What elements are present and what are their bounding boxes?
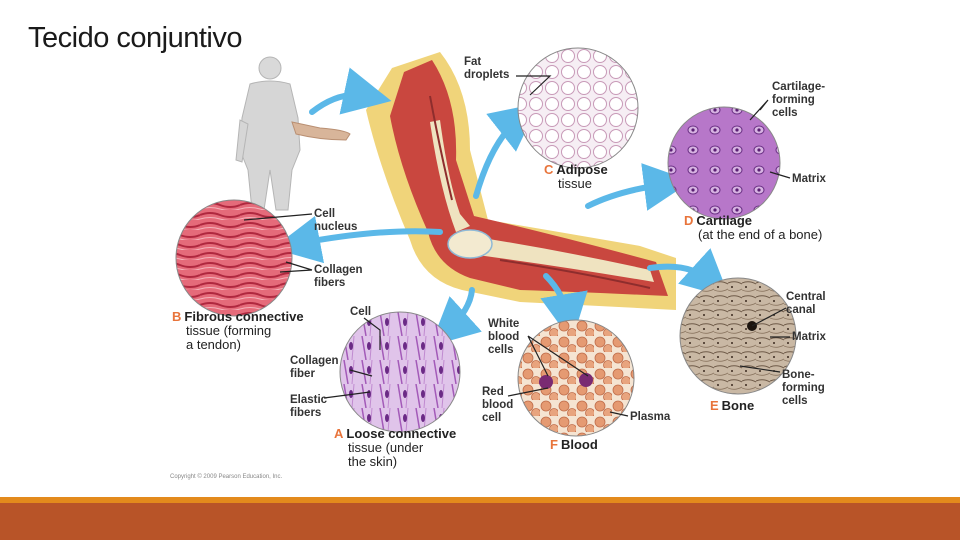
- label-cell-nucleus: Cell nucleus: [314, 208, 358, 233]
- caption-sub: (at the end of a bone): [698, 227, 823, 242]
- label-matrix-cartilage: Matrix: [792, 173, 826, 185]
- caption-letter: D: [684, 213, 694, 228]
- label-matrix-bone: Matrix: [792, 331, 826, 343]
- arrow-figure-to-arm: [309, 67, 392, 115]
- label-elastic-fibers: Elastic fibers: [290, 394, 328, 419]
- caption-name: Blood: [560, 437, 598, 452]
- label-collagen-fiber: Collagen fiber: [290, 355, 339, 380]
- caption-sub-2: a tendon): [186, 337, 241, 352]
- label-fat-droplets: Fat droplets: [464, 56, 510, 81]
- caption-sub-1: tissue (forming: [186, 323, 272, 338]
- human-figure: [235, 56, 351, 211]
- blood-micrograph: [517, 319, 635, 437]
- arrow-to-loose: [430, 287, 482, 347]
- caption-letter: B: [172, 309, 182, 324]
- cartilage-micrograph: [667, 106, 781, 220]
- label-white-blood-cells: White blood cells: [488, 318, 520, 356]
- caption-letter: F: [550, 437, 558, 452]
- label-cartilage-forming-cells: Cartilage- forming cells: [772, 81, 826, 119]
- arrow-to-cartilage: [585, 163, 692, 211]
- arrow-to-bone: [647, 248, 730, 299]
- caption-letter: A: [334, 426, 344, 441]
- white-blood-cell-1: [539, 375, 553, 389]
- caption-sub: tissue: [558, 176, 592, 191]
- arrow-to-blood: [540, 273, 588, 342]
- leader-lines: [243, 75, 791, 417]
- white-blood-cell-2: [579, 373, 593, 387]
- caption-name: Adipose: [556, 162, 608, 177]
- caption-sub-2: the skin): [348, 454, 398, 469]
- footer-bar: [0, 503, 960, 540]
- label-cell: Cell: [350, 306, 372, 318]
- bone-micrograph: [679, 277, 797, 395]
- label-red-blood-cell: Red blood cell: [482, 386, 514, 424]
- caption-letter: E: [710, 398, 719, 413]
- caption-name: Loose connective: [346, 426, 457, 441]
- label-central-canal: Central canal: [786, 291, 826, 316]
- caption-name: Fibrous connective: [184, 309, 304, 324]
- loose-connective-micrograph: [339, 311, 461, 433]
- pointer-arrows: [272, 67, 730, 347]
- label-bone-forming-cells: Bone- forming cells: [782, 369, 825, 407]
- caption-name: Cartilage: [696, 213, 753, 228]
- arrow-to-adipose: [473, 103, 539, 199]
- caption-sub-1: tissue (under: [348, 440, 424, 455]
- slide-title: Tecido conjuntivo: [28, 22, 242, 54]
- footer-accent-line: [0, 497, 960, 503]
- arrow-to-fibrous: [272, 215, 443, 264]
- adipose-tissue-micrograph: [517, 47, 639, 169]
- label-plasma: Plasma: [630, 411, 671, 423]
- caption-name: Bone: [721, 398, 755, 413]
- fibrous-tissue-micrograph: [175, 199, 293, 317]
- arm-illustration: [366, 52, 676, 310]
- caption-letter: C: [544, 162, 554, 177]
- copyright-notice: Copyright © 2009 Pearson Education, Inc.: [170, 474, 283, 480]
- label-collagen-fibers: Collagen fibers: [314, 264, 363, 289]
